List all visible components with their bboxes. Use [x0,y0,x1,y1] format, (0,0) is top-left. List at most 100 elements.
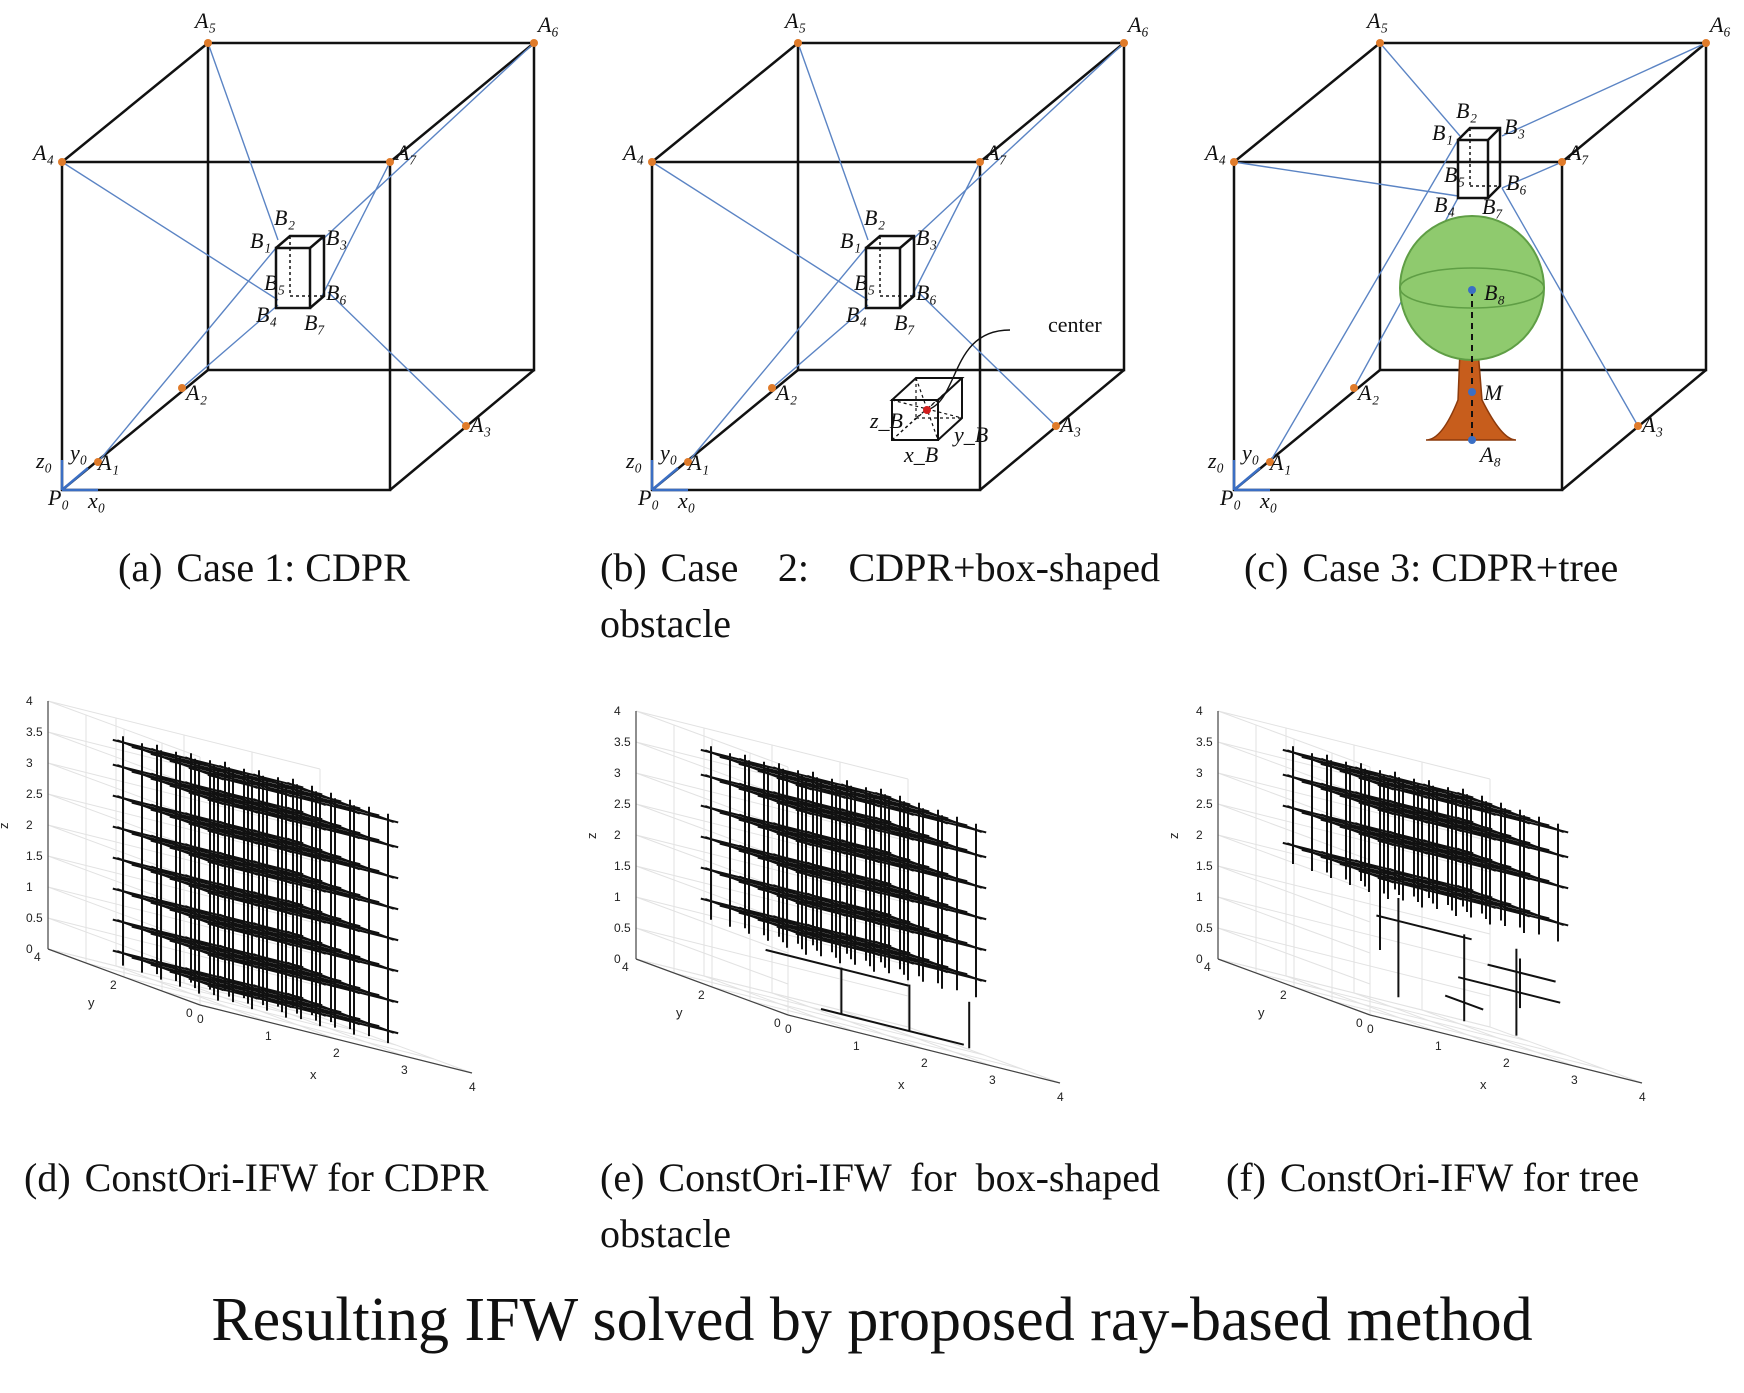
svg-text:A₂: A₂ [1356,380,1379,405]
svg-text:P₀: P₀ [47,485,69,510]
x-axis [1369,1014,1643,1084]
grid-line [1217,865,1371,923]
ifw-x-segment [795,839,987,890]
ifw-x-segment [776,776,968,827]
grid-line [1217,772,1491,842]
y-tick-label: 0 [1356,1016,1363,1030]
ifw-x-segment [776,894,968,945]
y-tick-label: 0 [774,1016,781,1030]
ifw-y-segment [150,803,259,845]
ifw-y-segment [184,781,293,823]
ifw-x-segment [700,773,892,824]
ifw-y-segment [1388,830,1497,872]
ifw-x-segment [757,769,949,820]
x-tick-label: 0 [197,1012,204,1026]
x-tick-label: 3 [1571,1073,1578,1087]
ifw-x-segment [1320,762,1512,813]
ifw-x-segment [150,752,342,803]
ifw-x-segment [188,915,380,966]
ifw-y-segment [1354,766,1463,808]
svg-text:A₃: A₃ [1058,412,1081,437]
ifw-x-segment [207,922,399,973]
ifw-y-segment [184,905,293,947]
svg-text:P₀: P₀ [637,485,659,510]
ifw-x-segment [1377,808,1569,859]
frame-axes [650,460,688,492]
ifw-x-segment [1339,794,1531,845]
grid-line [47,886,321,956]
svg-text:x₀: x₀ [87,488,105,513]
ifw-y-segment [218,789,327,831]
ifw-y-segment [1422,876,1531,918]
ifw-x-segment [738,762,930,813]
caption-f: (f)ConstOri-IFW for tree [1226,1150,1726,1206]
grid-line [635,896,909,966]
grid-line [1217,896,1371,954]
x-tick-label: 0 [785,1022,792,1036]
caption-e-label: (e) [600,1155,645,1200]
ifw-y-segment [1456,884,1565,926]
svg-text:B₅: B₅ [854,270,875,295]
ifw-y-segment [772,884,881,926]
x-tick-label: 3 [401,1063,408,1077]
ifw-y-segment [738,875,847,917]
ifw-x-segment [795,870,987,921]
ifw-x-segment [188,884,380,935]
y-tick-label: 2 [110,978,117,992]
grid-line [47,700,201,758]
x-tick-label: 4 [1057,1090,1064,1104]
caption-b-text: Case 2: CDPR+box-shaped obstacle [600,545,1160,646]
z-tick-label: 0.5 [614,921,631,935]
cables [651,42,1125,463]
grid-line [635,865,909,935]
ifw-x-segment [757,794,949,845]
z-tick-label: 1 [26,880,33,894]
ifw-x-segment [207,984,399,1035]
ifw-x-segment [131,863,323,914]
ifw-y-segment [150,896,259,938]
z-tick-label: 1 [1196,890,1203,904]
frame-axes [60,460,98,492]
ifw-y-segment [218,913,327,955]
ifw-y-segment [252,891,361,933]
ifw-y-segment [286,961,395,1003]
grid-line [47,948,321,1018]
ifw-y-segment [150,927,259,969]
ifw-x-segment [719,873,911,924]
ifw-y-segment [1456,816,1565,858]
ifw-x-segment [169,908,361,959]
ifw-y-segment [772,791,881,833]
grid-line [1217,865,1491,935]
ifw-x-segment [131,832,323,883]
grid-line [711,986,985,1056]
ifw-x-segment [1282,804,1474,855]
ifw-y-segment [150,958,259,1000]
svg-text:B₆: B₆ [916,280,937,305]
ifw-y-segment [1388,799,1497,841]
z-tick-label: 0 [614,952,621,966]
ifw-x-segment [169,759,361,810]
ifw-x-segment [1320,787,1512,838]
svg-text:z_B: z_B [869,408,903,433]
svg-text:A₃: A₃ [1640,412,1663,437]
svg-text:B₃: B₃ [326,225,347,250]
x-tick-label: 1 [1435,1039,1442,1053]
ifw-y-segment [806,830,915,872]
ifw-x-segment [1301,755,1493,806]
ifw-x-segment [776,925,968,976]
ifw-y-segment [738,782,847,824]
tree [1399,215,1545,444]
z-tick-label: 2.5 [614,797,631,811]
grid-line [635,710,789,768]
ifw-y-segment [1286,749,1395,791]
svg-text:B₈: B₈ [1484,280,1505,305]
svg-text:B₄: B₄ [846,302,867,327]
ifw-y-segment [772,915,881,957]
ifw-x-segment [150,901,342,952]
svg-text:A₆: A₆ [1126,12,1149,37]
grid-line [47,917,321,987]
svg-text:A₆: A₆ [1708,12,1731,37]
svg-text:B₂: B₂ [274,205,295,230]
y-axis [47,948,201,1006]
